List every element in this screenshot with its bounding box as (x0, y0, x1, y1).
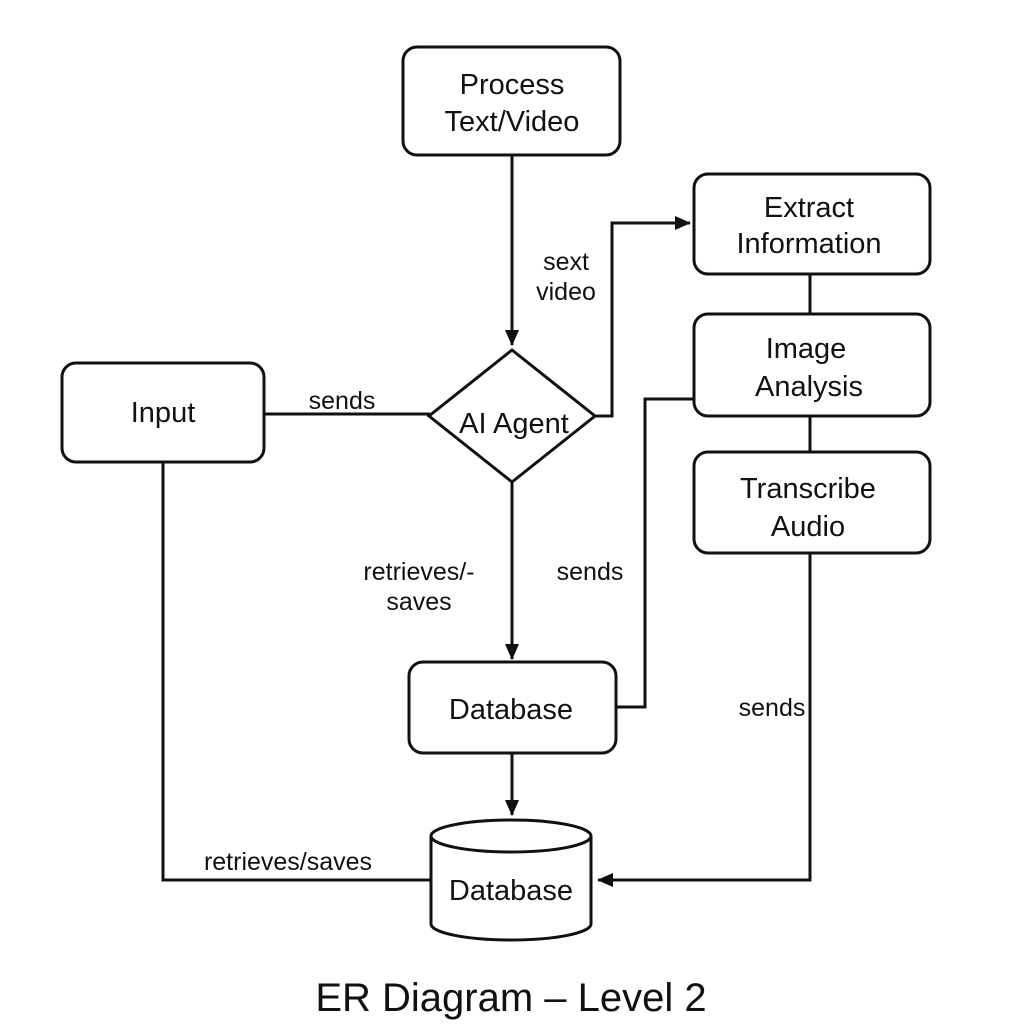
connectors (161, 155, 812, 887)
edge-image-to-database (616, 397, 694, 709)
node-process-line2: Text/Video (445, 106, 580, 138)
edge-agent-to-extract (595, 216, 691, 418)
node-ai-agent: AI Agent (426, 348, 598, 484)
node-database-cylinder-label: Database (449, 875, 573, 907)
node-image-analysis: Image Analysis (692, 312, 932, 418)
edge-transcribe-to-cylinder (597, 553, 812, 887)
node-process-line1: Process (460, 69, 565, 101)
node-database-cylinder: Database (429, 818, 593, 942)
edge-labels: sext video sends retrieves/- saves sends… (204, 248, 805, 876)
node-ai-agent-label: AI Agent (459, 408, 569, 440)
edge-label-retrieves: retrieves/- (363, 558, 474, 586)
node-input: Input (60, 361, 266, 464)
edge-label-saves: saves (386, 588, 451, 616)
node-transcribe-line2: Audio (771, 511, 845, 543)
node-extract-line2: Information (736, 228, 881, 260)
edge-label-retrieves-saves: retrieves/saves (204, 848, 372, 876)
node-transcribe-audio: Transcribe Audio (692, 450, 932, 555)
edge-label-transcribe-sends: sends (739, 694, 806, 722)
diagram-title: ER Diagram – Level 2 (315, 976, 706, 1020)
node-image-line2: Analysis (755, 371, 863, 403)
node-process-text-video: Process Text/Video (401, 45, 622, 157)
node-extract-information: Extract Information (692, 172, 932, 276)
node-transcribe-line1: Transcribe (740, 473, 876, 505)
node-input-label: Input (131, 397, 196, 429)
node-image-line1: Image (766, 333, 847, 365)
node-database-box-label: Database (449, 694, 573, 726)
node-database-box: Database (407, 660, 618, 755)
edge-input-to-cylinder (161, 462, 431, 882)
edge-label-input-sends: sends (309, 387, 376, 415)
node-extract-line1: Extract (764, 192, 854, 224)
edge-label-image-sends: sends (557, 558, 624, 586)
edge-label-video: video (536, 278, 596, 306)
edge-label-sext: sext (543, 248, 589, 276)
